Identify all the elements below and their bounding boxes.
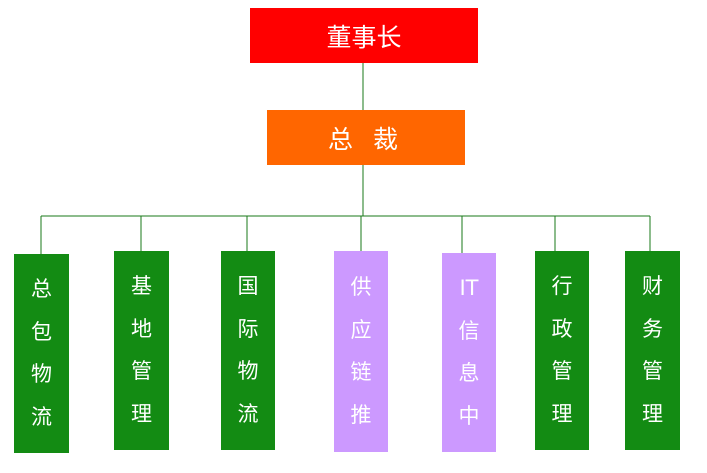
dept-char: 链 — [350, 360, 372, 385]
dept-char: 推 — [350, 403, 372, 428]
president-box: 总 裁 — [267, 110, 465, 165]
dept-char: 流 — [237, 401, 259, 426]
dept-char: 总 — [31, 277, 52, 302]
dept-box-1: 总 包 物 流 — [14, 254, 69, 453]
president-label: 总 裁 — [328, 124, 404, 154]
dept-box-3: 国 际 物 流 — [221, 251, 275, 450]
dept-char: IT — [459, 276, 479, 301]
dept-char: 管 — [642, 359, 663, 384]
dept-char: 政 — [551, 316, 573, 341]
dept-box-6: 行 政 管 理 — [535, 251, 589, 450]
dept-box-2: 基 地 管 理 — [114, 251, 169, 450]
dept-char: 地 — [131, 316, 152, 341]
dept-char: 包 — [31, 319, 52, 344]
chairman-label: 董事长 — [326, 22, 402, 52]
dept-char: 理 — [642, 401, 663, 426]
dept-char: 务 — [642, 316, 663, 341]
dept-box-7: 财 务 管 理 — [625, 251, 680, 450]
dept-char: 流 — [31, 404, 52, 429]
dept-char: 理 — [131, 401, 152, 426]
dept-char: 管 — [131, 359, 152, 384]
dept-char: 物 — [31, 362, 52, 387]
dept-char: 应 — [350, 317, 372, 342]
dept-char: 行 — [551, 274, 573, 299]
dept-char: 供 — [350, 274, 372, 299]
dept-char: 国 — [237, 274, 259, 299]
dept-box-5: IT 信 息 中 — [442, 253, 496, 452]
dept-char: 信 — [458, 318, 480, 343]
dept-char: 息 — [458, 361, 480, 386]
dept-char: 基 — [131, 274, 152, 299]
dept-char: 理 — [551, 401, 573, 426]
dept-box-4: 供 应 链 推 — [334, 251, 388, 452]
dept-char: 管 — [551, 359, 573, 384]
dept-char: 际 — [237, 316, 259, 341]
dept-char: 财 — [642, 274, 663, 299]
dept-char: 物 — [237, 359, 259, 384]
dept-char: 中 — [458, 403, 480, 428]
chairman-box: 董事长 — [250, 8, 478, 63]
